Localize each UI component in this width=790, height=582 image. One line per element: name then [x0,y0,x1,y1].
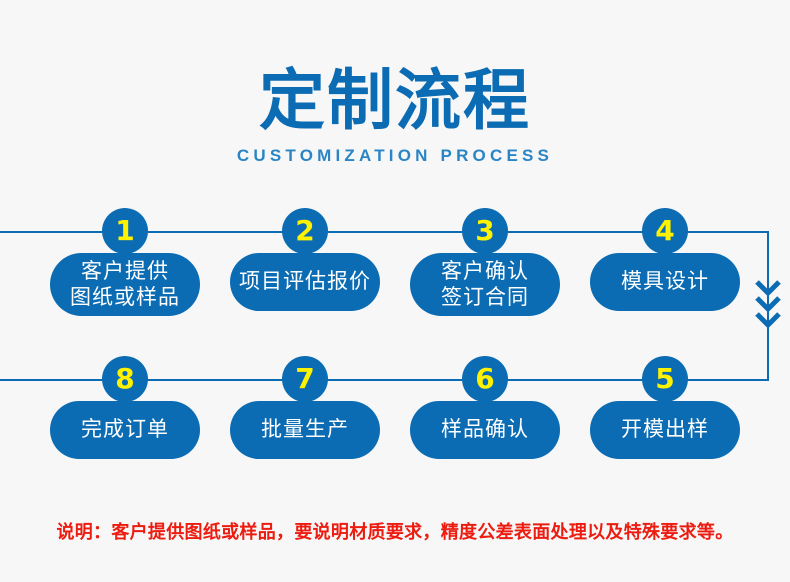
step-label-pill[interactable]: 模具设计 [590,253,740,311]
step-number-badge: 7 [282,356,328,402]
step-label-pill[interactable]: 开模出样 [590,401,740,459]
double-chevron-down-icon [753,278,783,334]
step-number-badge: 2 [282,208,328,254]
step-label-line: 图纸或样品 [70,284,180,309]
step-number-badge: 5 [642,356,688,402]
step-number-badge: 6 [462,356,508,402]
step-label-pill[interactable]: 样品确认 [410,401,560,459]
step-label-pill[interactable]: 项目评估报价 [230,253,380,311]
step-number-badge: 4 [642,208,688,254]
step-number-badge: 1 [102,208,148,254]
step-label-line: 样品确认 [441,417,529,442]
step-label-line: 客户提供 [81,259,169,283]
step-label-pill[interactable]: 批量生产 [230,401,380,459]
step-label-pill[interactable]: 完成订单 [50,401,200,459]
page-subtitle: CUSTOMIZATION PROCESS [236,146,554,165]
step-label-line: 签订合同 [441,284,529,309]
step-label-pill[interactable]: 客户确认 签订合同 [410,253,560,317]
header: 定制流程 CUSTOMIZATION PROCESS [0,68,790,166]
step-number-badge: 8 [102,356,148,402]
step-label-line: 客户确认 [441,259,529,283]
step-label-line: 项目评估报价 [239,269,371,294]
step-label-line: 开模出样 [621,417,709,442]
step-label-line: 批量生产 [261,417,349,442]
step-label-pill[interactable]: 客户提供 图纸或样品 [50,253,200,317]
step-label-line: 完成订单 [81,417,169,442]
step-label-line: 模具设计 [621,269,709,294]
flow-row-top: 1 客户提供 图纸或样品 2 项目评估报价 3 客户确认 签订合同 [0,208,790,358]
page-title: 定制流程 [259,62,531,139]
connector-line-top [0,231,769,233]
step-number-badge: 3 [462,208,508,254]
connector-line-bottom [0,379,769,381]
footer-note: 说明：客户提供图纸或样品，要说明材质要求，精度公差表面处理以及特殊要求等。 [56,522,734,543]
flow-row-bottom: 8 完成订单 7 批量生产 6 样品确认 5 [0,356,790,506]
